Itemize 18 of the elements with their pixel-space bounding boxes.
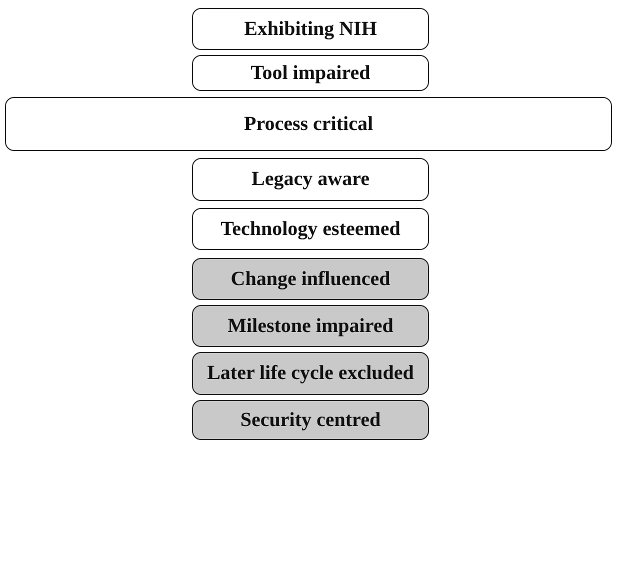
category-box [192, 305, 429, 347]
category-box [192, 158, 429, 201]
box-label: Exhibiting NIH [244, 18, 377, 40]
category-box [5, 97, 612, 151]
box-label: Tool impaired [250, 62, 370, 84]
box-label: Milestone impaired [228, 314, 394, 338]
category-box [192, 208, 429, 250]
box-label: Change influenced [230, 268, 390, 290]
box-label: Later life cycle excluded [207, 362, 414, 385]
box-label: Security centred [240, 408, 381, 432]
box-label: Process critical [244, 112, 373, 136]
box-label: Legacy aware [252, 168, 370, 191]
category-box [192, 8, 429, 50]
category-box [192, 55, 429, 91]
category-box [192, 258, 429, 300]
category-box [192, 400, 429, 440]
category-box [192, 352, 429, 395]
box-label: Technology esteemed [220, 218, 400, 240]
